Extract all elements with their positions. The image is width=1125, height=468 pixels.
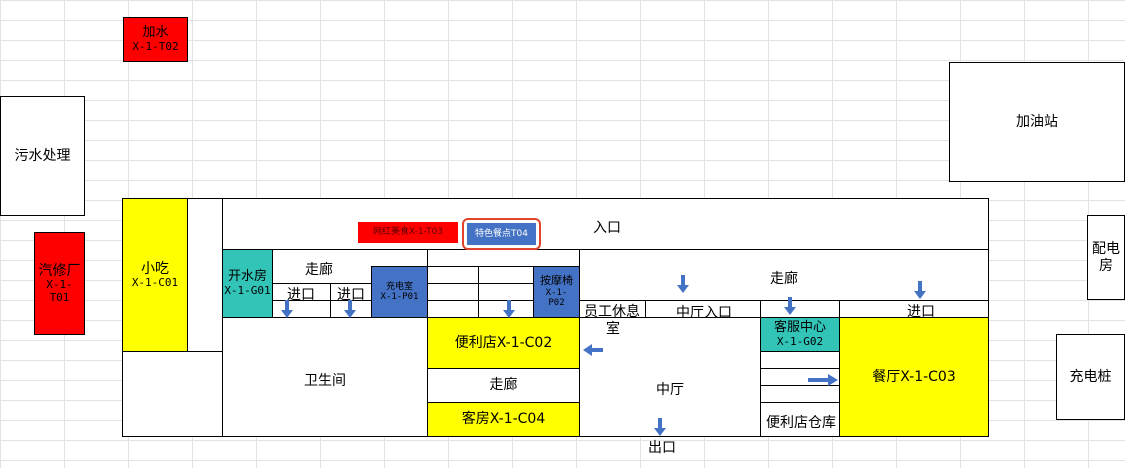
wall-line (645, 300, 646, 317)
arrow-left-icon (583, 344, 603, 356)
wall-line (579, 300, 989, 301)
wall-line (478, 266, 479, 317)
gas-station: 加油站 (949, 62, 1125, 182)
massage-code-b: P02 (548, 298, 565, 309)
wall-line (760, 402, 839, 403)
charging-pile: 充电桩 (1056, 334, 1125, 420)
corridor-mid: 走廊 (427, 368, 580, 403)
wall-line (427, 300, 533, 301)
water-room-label: 开水房 (227, 268, 267, 284)
restaurant: 餐厅X-1-C03 (839, 317, 989, 437)
staff-lounge-label-b: 室 (606, 321, 620, 337)
repair-shop: 汽修厂 X-1- T01 (34, 232, 85, 335)
charging-pile-label: 充电桩 (1069, 368, 1112, 385)
entrance-label: 入口 (593, 220, 621, 236)
convenience-store: 便利店X-1-C02 (427, 317, 580, 369)
wall-line (272, 300, 371, 301)
featured-food-stall: 网红美食X-1-T03 (358, 222, 458, 243)
wall-line (222, 249, 989, 250)
wall-line (272, 283, 371, 284)
guest-room: 客房X-1-C04 (427, 402, 580, 437)
wall-line (427, 283, 533, 284)
power-room-label-a: 配电 (1092, 241, 1120, 258)
sewage-treatment: 污水处理 (0, 96, 85, 216)
arrow-down-icon (344, 300, 356, 318)
repair-code-a: X-1- (46, 277, 73, 291)
snack-code: X-1-C01 (131, 275, 179, 289)
convenience-store-label: 便利店X-1-C02 (454, 334, 553, 351)
corridor-mid-label: 走廊 (489, 377, 518, 394)
power-room: 配电 房 (1087, 215, 1125, 300)
featured-food-label: 网红美食X-1-T03 (372, 227, 444, 238)
service-code: X-1-G02 (776, 334, 824, 348)
gas-station-label: 加油站 (1016, 113, 1058, 130)
corridor-main-label: 走廊 (770, 271, 798, 287)
repair-code-b: T01 (49, 290, 70, 304)
entry-1-label: 进口 (287, 287, 315, 303)
massage-code-a: X-1- (545, 287, 568, 298)
wall-line (760, 368, 839, 369)
middle-hall-label: 中厅 (656, 382, 684, 398)
wall-line (760, 385, 839, 386)
restaurant-label: 餐厅X-1-C03 (872, 368, 956, 385)
staff-lounge-label-a: 员工休息 (584, 304, 640, 320)
restroom-label: 卫生间 (304, 373, 346, 389)
massage-label: 按摩椅 (540, 274, 573, 288)
water-add-station: 加水 X-1-T02 (123, 17, 188, 62)
wall-line (330, 283, 331, 317)
service-label: 客服中心 (773, 319, 826, 335)
water-add-label: 加水 (142, 24, 169, 40)
sewage-label: 污水处理 (14, 147, 71, 164)
entry-2-label: 进口 (337, 287, 365, 303)
massage-chair: 按摩椅 X-1- P02 (533, 266, 580, 318)
customer-service: 客服中心 X-1-G02 (760, 317, 840, 352)
arrow-down-icon (784, 297, 796, 315)
snack-label: 小吃 (141, 260, 169, 277)
arrow-down-icon (677, 275, 689, 293)
snack-area: 小吃 X-1-C01 (122, 198, 188, 352)
repair-label: 汽修厂 (38, 262, 81, 279)
arrow-right-icon (808, 374, 838, 386)
store-warehouse-label: 便利店仓库 (766, 415, 836, 431)
entry-right-label: 进口 (907, 304, 935, 320)
featured-meal-highlight[interactable]: 特色餐点T04 (462, 218, 541, 250)
water-add-code: X-1-T02 (132, 39, 179, 53)
arrow-down-icon (281, 300, 293, 318)
arrow-down-icon (914, 281, 926, 299)
charging-room: 充电室 X-1-P01 (371, 266, 428, 318)
exit-label: 出口 (648, 440, 676, 456)
power-room-label-b: 房 (1099, 257, 1113, 274)
water-room: 开水房 X-1-G01 (222, 249, 273, 318)
water-room-code: X-1-G01 (224, 283, 271, 297)
wall-line (187, 351, 222, 352)
arrow-down-icon (654, 418, 666, 436)
charging-room-code: X-1-P01 (380, 292, 419, 302)
wall-line (427, 266, 533, 267)
featured-meal-label: 特色餐点T04 (475, 228, 528, 239)
charging-room-label: 充电室 (385, 281, 413, 292)
featured-meal-stall: 特色餐点T04 (467, 223, 536, 245)
guest-room-label: 客房X-1-C04 (461, 411, 546, 428)
corridor-left-label: 走廊 (305, 262, 333, 278)
hall-entrance-label: 中厅入口 (676, 305, 732, 321)
arrow-down-icon (503, 300, 515, 318)
wall-line (222, 317, 989, 318)
